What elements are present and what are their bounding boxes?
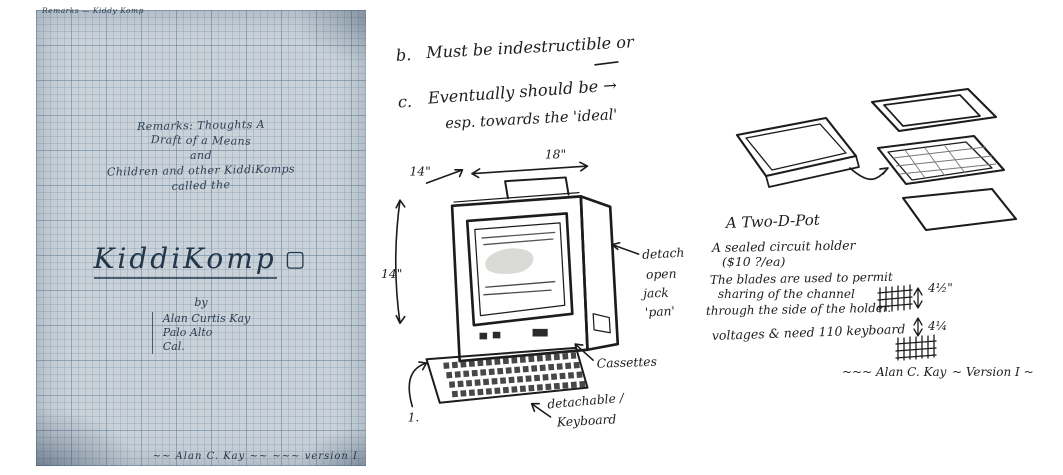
grid-dim-arrow-a (913, 287, 923, 309)
width-dimension-label: 18" (545, 148, 566, 162)
board-note-line: The blades are used to permit (710, 270, 893, 287)
grid-dim-label-b: 4¼ (927, 319, 947, 333)
note-c-text-2: esp. towards the 'ideal' (445, 106, 618, 132)
side-annotations: detach open jack 'pan' (611, 241, 685, 320)
note-b-prefix: b. (395, 45, 412, 65)
key-row (451, 380, 587, 398)
cassette-slot-sketch (592, 313, 611, 334)
screen-bezel-sketch (465, 212, 574, 327)
author-line: Palo Alto (162, 326, 213, 339)
keyboard-label: Keyboard (556, 412, 617, 429)
note-c-text: Eventually should be → (426, 75, 617, 107)
holder-board-sketch (735, 116, 889, 188)
keyboard-arrow (530, 402, 552, 418)
byline: by Alan Curtis Kay Palo Alto Cal. (36, 296, 366, 354)
byline-by: by (194, 296, 208, 309)
carry-handle-sketch (504, 176, 570, 200)
control-buttons-sketch (479, 328, 548, 340)
board-note-line: voltages & need 110 keyboard (712, 321, 906, 343)
screen-scanlines (481, 231, 556, 246)
board-note-line: A sealed circuit holder (711, 237, 857, 255)
width-dimension-arrow: 18" (471, 148, 589, 179)
key-row (449, 371, 584, 388)
page-title: KiddiKomp ▢ (36, 242, 366, 279)
screen-highlight-blob (485, 248, 534, 275)
sketch-version: ~ Version I ~ (952, 365, 1034, 379)
pin-grid-sketch: 4½" 4¼ (877, 281, 953, 361)
two-d-pot-heading: A Two-D-Pot (724, 211, 821, 232)
kiddikomp-machine-sketch: b. Must be indestructible or c. Eventual… (381, 32, 685, 429)
key-row (443, 352, 577, 369)
author-line: Cal. (162, 340, 185, 353)
screen-scanlines (483, 280, 556, 296)
detach-arrow (611, 241, 640, 255)
note-b-text: Must be indestructible or (425, 32, 636, 62)
square-icon: ▢ (284, 247, 309, 272)
chip-grid-lines (892, 146, 997, 175)
base-board-sketch (901, 187, 1018, 232)
monitor-front-face (450, 195, 589, 363)
monitor-sketch (450, 176, 620, 363)
screen-sketch (474, 222, 566, 317)
underline-or (594, 61, 619, 66)
keyboard-annotation: detachable / Keyboard (530, 391, 626, 429)
board-note-line: sharing of the channel (718, 287, 855, 301)
title-page-signature: ~~ Alan C. Kay ~~ ~~~ version I (152, 451, 358, 462)
author-block: Alan Curtis Kay Palo Alto Cal. (151, 312, 251, 354)
grid-dim-label-a: 4½" (927, 281, 953, 295)
cassette-annotation: Cassettes (574, 343, 658, 371)
pan-label: 'pan' (645, 304, 676, 320)
cassette-arrow (574, 343, 594, 361)
chip-grid-lines (904, 145, 966, 179)
keyboard-pointer-arrow: 1. (408, 361, 428, 425)
board-note-line: ($10 ?/ea) (722, 254, 785, 269)
top-edge-line (453, 191, 580, 203)
note-c-prefix: c. (398, 92, 413, 111)
height-dimension-label: 14" (381, 267, 402, 281)
open-label: open (646, 267, 677, 282)
board-note-line: through the side of the holder. (706, 301, 891, 318)
height-dimension-arrow: 14" (381, 199, 406, 325)
depth-dimension-arrow: 14" (409, 165, 464, 184)
author-line: Alan Curtis Kay (162, 312, 251, 325)
cassette-label: Cassettes (597, 355, 658, 371)
frame-lid-sketch (870, 87, 998, 133)
connector-wire (849, 167, 889, 181)
depth-dimension-label: 14" (409, 165, 430, 179)
chip-board-sketch (876, 134, 1006, 186)
key-row (446, 361, 581, 379)
two-d-pot-sketch: A Two-D-Pot A sealed circuit holder ($10… (706, 87, 1034, 379)
keyboard-sketch (425, 346, 589, 404)
graph-paper-title-page: Remarks — Kiddy Komp Remarks: Thoughts A… (36, 6, 366, 466)
detachable-label: detachable / (547, 391, 626, 412)
corner-note: Remarks — Kiddy Komp (42, 6, 144, 15)
title-page-header: Remarks: Thoughts A Draft of a Means and… (36, 118, 366, 193)
sketch-signature: ~~~ Alan C. Kay (842, 365, 947, 379)
detach-label: detach (642, 246, 685, 262)
jack-label: jack (640, 286, 669, 301)
page-title-text: KiddiKomp (93, 242, 277, 279)
grid-dim-arrow-b (913, 317, 923, 337)
header-line: and (190, 149, 212, 162)
step-label: 1. (408, 411, 420, 425)
